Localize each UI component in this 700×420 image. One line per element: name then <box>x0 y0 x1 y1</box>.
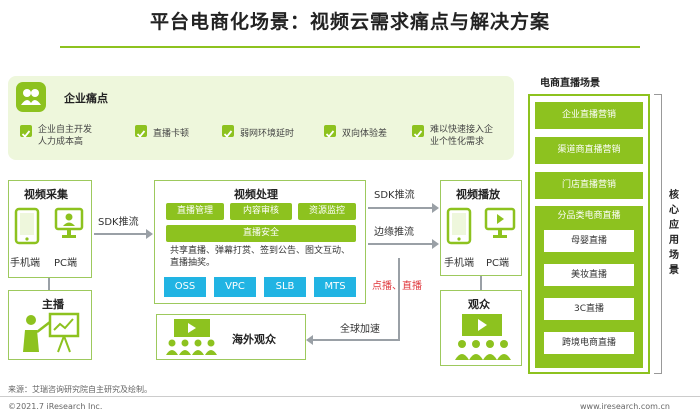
pain-item: 难以快速接入企业个性化需求 <box>430 125 494 147</box>
service-slb: SLB <box>264 277 306 297</box>
scene-bracket <box>654 94 662 374</box>
capture-anchor-arrow <box>48 278 50 290</box>
phone-icon <box>14 207 40 249</box>
title-underline <box>60 46 640 48</box>
service-vpc: VPC <box>214 277 256 297</box>
arrow-head <box>432 203 439 213</box>
check-icon <box>135 125 147 138</box>
sdk-push-right-arrow <box>368 207 432 209</box>
edge-push-label: 边缘推流 <box>374 227 414 238</box>
anchor-title: 主播 <box>42 298 64 311</box>
global-accel-arrow <box>312 339 400 341</box>
tag-content-review: 内容审核 <box>230 203 292 220</box>
tag-resource-monitor: 资源监控 <box>298 203 356 220</box>
capture-title: 视频采集 <box>24 188 68 201</box>
source-note: 来源：艾瑞咨询研究院自主研究及绘制。 <box>8 385 152 394</box>
playback-title: 视频播放 <box>456 188 500 201</box>
tag-live-security: 直播安全 <box>166 225 356 242</box>
copyright: ©2021.7 iResearch Inc. <box>8 402 103 411</box>
pain-item: 弱网环境延时 <box>240 129 295 139</box>
overseas-audience-icon <box>164 319 220 359</box>
pain-people-icon <box>16 82 46 112</box>
check-icon <box>20 125 32 138</box>
footer-divider <box>0 396 700 397</box>
playback-audience-arrow <box>480 276 482 290</box>
scene-maternal: 母婴直播 <box>543 229 635 253</box>
processing-title: 视频处理 <box>234 188 278 201</box>
pain-panel <box>8 76 514 160</box>
website: www.iresearch.com.cn <box>580 402 670 411</box>
ecommerce-scene-title: 电商直播场景 <box>540 78 600 89</box>
phone-icon <box>446 207 472 249</box>
capture-pc-label: PC端 <box>54 258 78 269</box>
scene-channel-live: 渠道商直播营销 <box>535 137 643 164</box>
arrow-head <box>306 335 313 345</box>
arrow-head <box>146 229 153 239</box>
page-title: 平台电商化场景：视频云需求痛点与解决方案 <box>149 11 550 33</box>
processing-features: 共享直播、弹幕打赏、签到公告、图文互动、直播抽奖。 <box>170 246 351 268</box>
playback-pc-label: PC端 <box>486 258 510 269</box>
audience-screen-icon <box>452 314 512 364</box>
monitor-play-icon <box>484 207 516 245</box>
edge-push-arrow <box>368 243 432 245</box>
sdk-push-left-label: SDK推流 <box>98 217 139 228</box>
pain-item: 企业自主开发人力成本高 <box>38 125 93 147</box>
core-scene-label: 核心应用场景 <box>669 190 679 276</box>
scene-3c: 3C直播 <box>543 297 635 321</box>
sdk-push-right-label: SDK推流 <box>374 190 415 201</box>
scene-cross-border: 跨境电商直播 <box>543 331 635 355</box>
on-demand-label: 点播、直播 <box>372 281 422 292</box>
pain-item: 直播卡顿 <box>153 129 190 139</box>
pain-heading: 企业痛点 <box>64 92 108 105</box>
check-icon <box>412 125 424 138</box>
pc-icon <box>54 207 84 245</box>
vertical-connector <box>398 258 400 340</box>
overseas-title: 海外观众 <box>232 333 276 346</box>
capture-mobile-label: 手机端 <box>10 258 40 269</box>
scene-store-live: 门店直播营销 <box>535 172 643 199</box>
service-mts: MTS <box>314 277 356 297</box>
playback-mobile-label: 手机端 <box>444 258 474 269</box>
service-oss: OSS <box>164 277 206 297</box>
scene-beauty: 美妆直播 <box>543 263 635 287</box>
global-accel-label: 全球加速 <box>340 324 380 335</box>
scene-enterprise-live: 企业直播营销 <box>535 102 643 129</box>
arrow-head <box>432 239 439 249</box>
pain-item: 双向体验差 <box>342 129 388 139</box>
audience-title: 观众 <box>468 298 490 311</box>
tag-live-management: 直播管理 <box>166 203 224 220</box>
check-icon <box>324 125 336 138</box>
presenter-icon <box>18 312 82 358</box>
sdk-push-left-arrow <box>94 233 148 235</box>
category-group-title: 分品类电商直播 <box>557 211 621 221</box>
check-icon <box>222 125 234 138</box>
